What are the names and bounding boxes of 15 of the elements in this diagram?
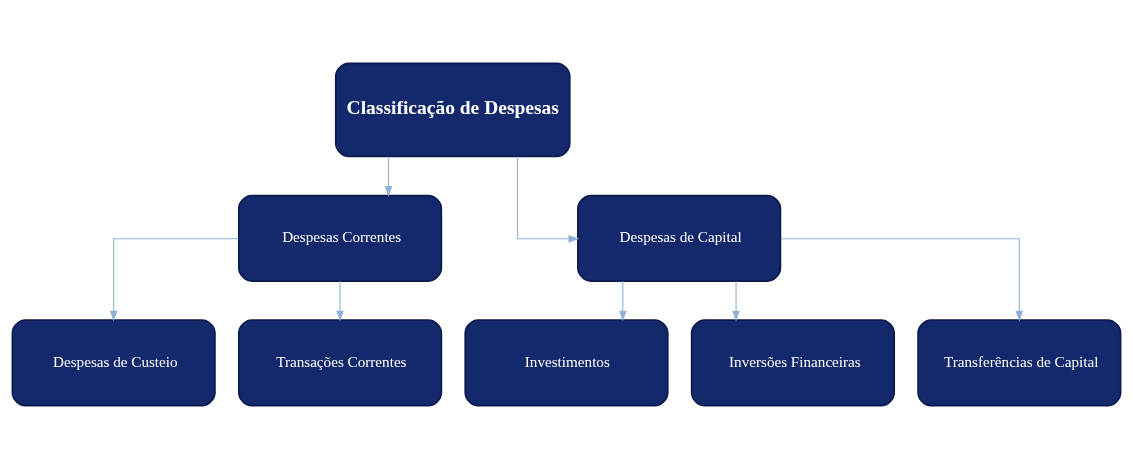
arrow [619, 280, 627, 322]
node-box: Despesas Correntes [237, 194, 443, 282]
node-box: Inversões Financeiras [690, 318, 896, 406]
arrow [516, 155, 580, 243]
node-box: Transferências de Capital [917, 318, 1122, 406]
arrow [336, 280, 344, 322]
node-box: Classificação de Despesas [334, 62, 571, 157]
arrow [109, 237, 239, 321]
node-box: Despesas de Custeio [11, 318, 216, 406]
node-box: Investimentos [464, 318, 669, 406]
arrow [732, 280, 740, 322]
arrow [384, 155, 393, 197]
node-box: Despesas de Capital [577, 194, 782, 282]
node-box: Transações Correntes [237, 318, 443, 406]
arrow [780, 237, 1024, 321]
